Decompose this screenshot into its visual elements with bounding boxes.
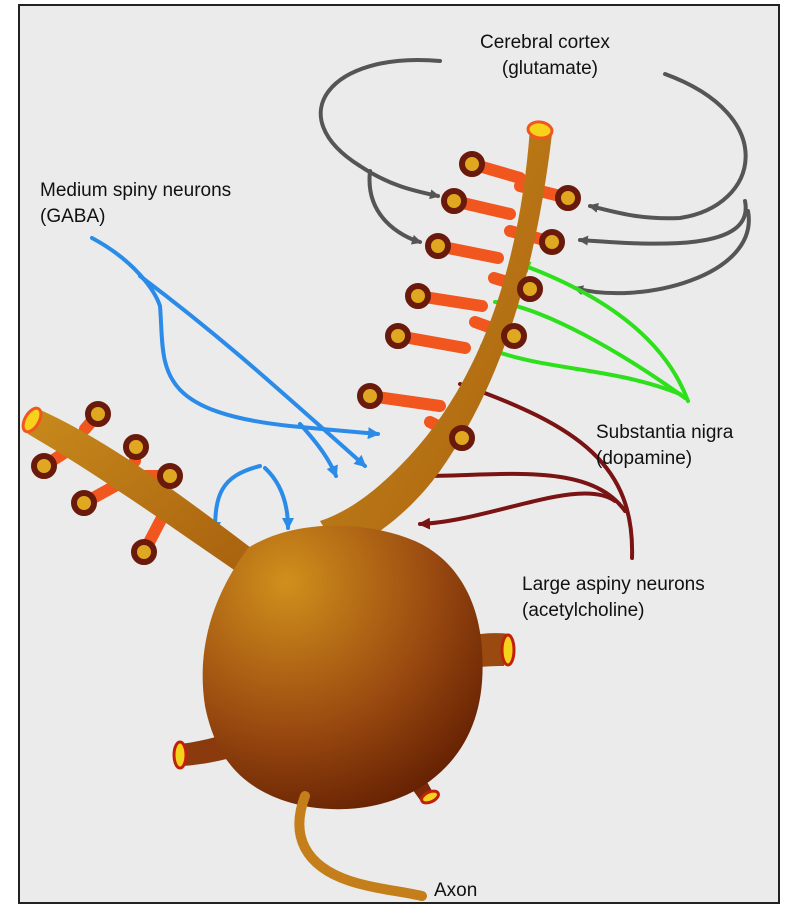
- axon: [299, 796, 422, 896]
- cerebral-cortex-transmitter: (glutamate): [480, 56, 610, 82]
- large-aspiny-label: Large aspiny neurons (acetylcholine): [522, 572, 705, 624]
- axon-label: Axon: [434, 878, 477, 904]
- cerebral-cortex-title: Cerebral cortex: [480, 30, 610, 56]
- striatal-neuron-diagram: Cerebral cortex (glutamate) Medium spiny…: [18, 4, 780, 904]
- substantia-nigra-transmitter: (dopamine): [596, 446, 733, 472]
- substantia-nigra-title: Substantia nigra: [596, 420, 733, 446]
- right-stub-end: [502, 635, 514, 665]
- large-aspiny-title: Large aspiny neurons: [522, 572, 705, 598]
- substantia-nigra-label: Substantia nigra (dopamine): [596, 420, 733, 472]
- cerebral-cortex-label: Cerebral cortex (glutamate): [480, 30, 610, 82]
- medium-spiny-title: Medium spiny neurons: [40, 178, 231, 204]
- medium-spiny-label: Medium spiny neurons (GABA): [40, 178, 231, 230]
- medium-spiny-transmitter: (GABA): [40, 204, 231, 230]
- soma: [203, 526, 483, 810]
- large-aspiny-transmitter: (acetylcholine): [522, 598, 705, 624]
- left-stub-end: [174, 742, 186, 768]
